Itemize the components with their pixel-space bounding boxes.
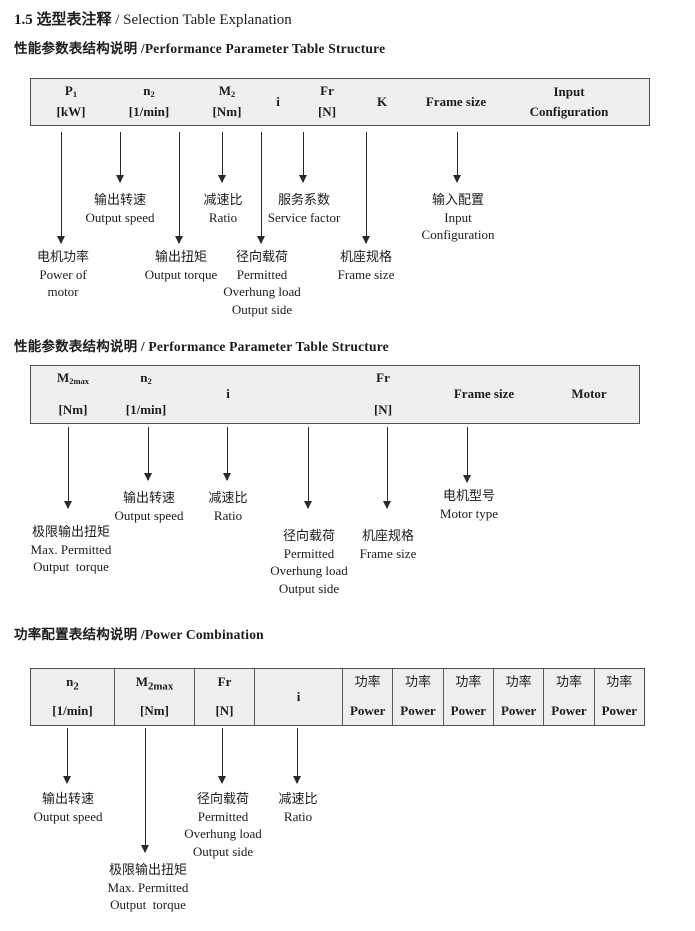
col-header-n2: n2[1/min] — [125, 370, 167, 417]
label-input-configuration: 输入配置 Input Configuration — [421, 192, 495, 242]
label-service-factor: 服务系数 Service factor — [267, 192, 341, 225]
label-overhung-load: 径向载荷 Permitted Overhung load Output side — [270, 528, 348, 596]
page-title-en: / Selection Table Explanation — [111, 12, 292, 28]
down-arrow — [383, 427, 392, 509]
label-max-output-torque: 极限输出扭矩 Max. Permitted Output torque — [30, 524, 112, 574]
label-frame-size: 机座规格 Frame size — [337, 249, 395, 282]
down-arrow — [218, 132, 227, 183]
label-ratio: 减速比 Ratio — [208, 490, 248, 523]
down-arrow — [175, 132, 184, 244]
col-header-input-configuration: Input Configuration — [529, 83, 609, 119]
page-title-cn: 1.5 选型表注释 — [14, 12, 112, 28]
label-overhung-load: 径向载荷 Permitted Overhung load Output side — [223, 249, 301, 317]
down-arrow — [453, 132, 462, 183]
label-motor-type: 电机型号 Motor type — [439, 488, 499, 521]
section3-heading: 功率配置表结构说明 /Power Combination — [14, 627, 264, 642]
col-header-i: i — [226, 386, 230, 401]
down-arrow — [299, 132, 308, 183]
col-header-m2max: M2max[Nm] — [114, 669, 194, 725]
down-arrow — [304, 427, 313, 509]
down-arrow — [223, 427, 232, 481]
down-arrow — [257, 132, 266, 244]
col-header-fr: Fr[N] — [317, 83, 337, 119]
col-header-k: K — [376, 93, 388, 109]
page-title: 1.5 选型表注释 / Selection Table Explanation — [14, 8, 292, 29]
section1-heading: 性能参数表结构说明 /Performance Parameter Table S… — [14, 41, 386, 56]
label-output-speed: 输出转速 Output speed — [33, 791, 103, 824]
down-arrow — [362, 132, 371, 244]
col-header-frame-size: Frame size — [453, 386, 515, 401]
col-header-fr: Fr[N] — [373, 370, 393, 417]
col-header-motor: Motor — [571, 386, 607, 401]
label-max-output-torque: 极限输出扭矩 Max. Permitted Output torque — [107, 862, 189, 912]
col-header-m2max: M2max[Nm] — [56, 370, 90, 417]
label-overhung-load: 径向载荷 Permitted Overhung load Output side — [184, 791, 262, 859]
label-ratio: 减速比 Ratio — [278, 791, 318, 824]
down-arrow — [144, 427, 153, 481]
down-arrow — [63, 728, 72, 784]
col-header-frame-size: Frame size — [425, 93, 487, 109]
label-output-speed: 输出转速 Output speed — [85, 192, 155, 225]
down-arrow — [463, 427, 472, 483]
table-performance-parameter-2: M2max[Nm] n2[1/min] i Fr[N] Frame size M… — [30, 365, 640, 424]
col-header-fr: Fr[N] — [194, 669, 254, 725]
down-arrow — [116, 132, 125, 183]
down-arrow — [141, 728, 150, 853]
col-header-i: i — [254, 669, 342, 725]
down-arrow — [64, 427, 73, 509]
label-output-torque: 输出扭矩 Output torque — [144, 249, 218, 282]
label-output-speed: 输出转速 Output speed — [114, 490, 184, 523]
label-ratio: 减速比 Ratio — [203, 192, 243, 225]
table-performance-parameter-1: P1[kW] n2[1/min] M2[Nm] i Fr[N] K Frame … — [30, 78, 650, 126]
section2-heading: 性能参数表结构说明 / Performance Parameter Table … — [14, 339, 389, 354]
down-arrow — [57, 132, 66, 244]
col-header-n2: n2[1/min] — [128, 83, 170, 119]
col-header-m2: M2[Nm] — [212, 83, 242, 119]
label-frame-size: 机座规格 Frame size — [359, 528, 417, 561]
col-header-n2: n2[1/min] — [52, 674, 93, 718]
col-header-i: i — [276, 93, 280, 109]
col-header-p1: P1[kW] — [56, 83, 86, 119]
down-arrow — [293, 728, 302, 784]
down-arrow — [218, 728, 227, 784]
label-power-of-motor: 电机功率 Power of motor — [36, 249, 90, 299]
